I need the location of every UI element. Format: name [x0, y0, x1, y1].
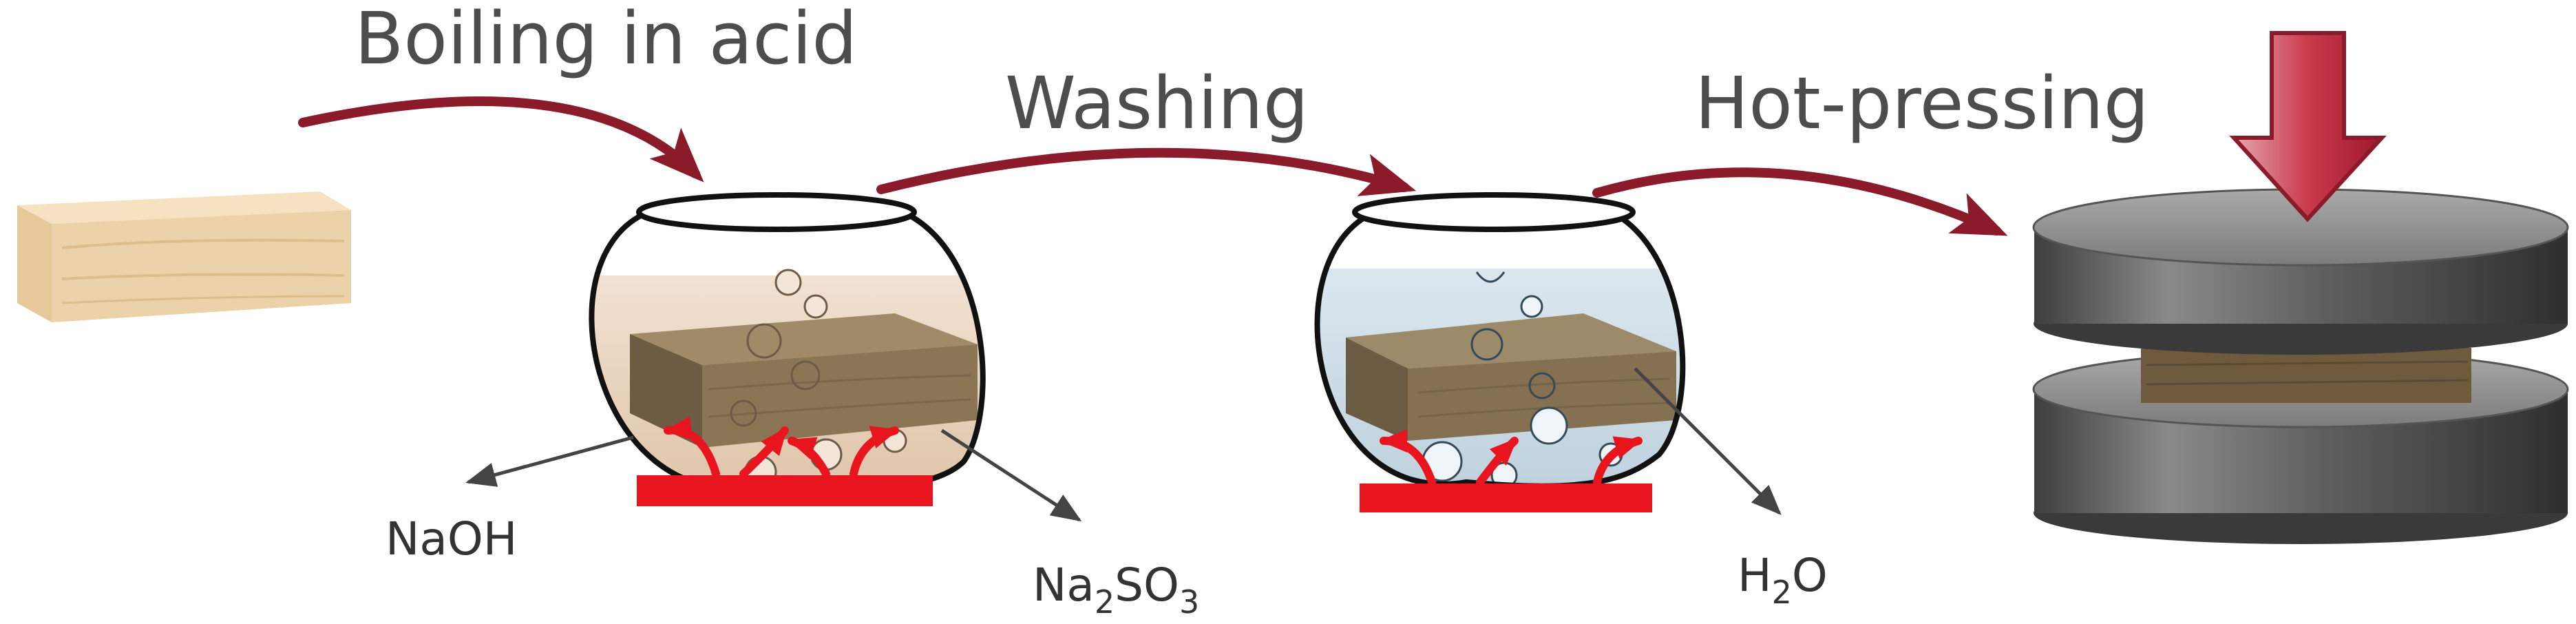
hot-press	[2032, 31, 2569, 544]
process-arrow-pressing	[1592, 167, 2008, 236]
chem-label-h2o: H2O	[1738, 549, 1828, 611]
chem-label-naoh: NaOH	[386, 512, 517, 565]
treated-wood-block	[630, 313, 978, 365]
step-label-washing: Washing	[1005, 61, 1309, 145]
heat-plate	[637, 475, 933, 506]
water-bowl	[1314, 192, 1686, 512]
press-top-plate	[2032, 188, 2569, 355]
step-label-pressing: Hot-pressing	[1695, 61, 2149, 145]
natural-wood-block	[17, 191, 351, 322]
pointer-na2so3	[940, 428, 1082, 522]
bowl-rim	[636, 192, 917, 232]
process-arrow-washing	[876, 147, 1417, 196]
heat-plate	[1360, 483, 1652, 512]
chem-label-na2so3: Na2SO3	[1033, 559, 1199, 621]
step-label-boiling: Boiling in acid	[355, 0, 857, 81]
press-bottom-plate	[2032, 350, 2569, 544]
heat-arrows	[664, 416, 899, 478]
pointer-naoh	[465, 435, 634, 487]
heat-arrows	[1380, 429, 1643, 486]
process-arrow-boiling	[298, 96, 704, 183]
press-down-arrow	[2229, 31, 2387, 222]
acid-bowl	[589, 192, 986, 506]
pointer-h2o	[1634, 367, 1782, 515]
